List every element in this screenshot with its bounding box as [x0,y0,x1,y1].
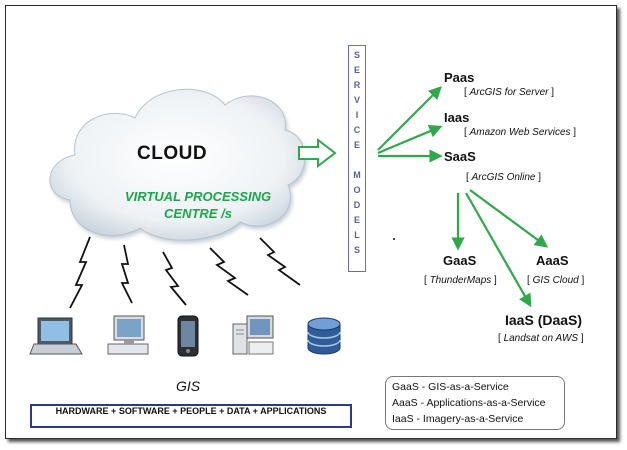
lightning-bolt-icon [120,244,133,304]
service-models-letter: I [355,110,359,120]
cloud-subtitle-line2: CENTRE /s [164,206,232,221]
service-models-letter: E [353,65,360,75]
model-iaas-example: [ Amazon Web Services ] [464,127,577,138]
service-models-letter: V [353,95,360,105]
model-aaas-example-text: GIS Cloud [532,275,579,286]
legend-item: GaaS - GIS-as-a-Service [392,381,509,393]
server-workstation-icon [232,315,274,355]
arrow-to-paas [377,86,442,151]
cloud-title: CLOUD [137,143,208,164]
laptop-icon [29,317,83,355]
model-iaas-label: Iaas [444,110,470,125]
service-models-letter: E [353,215,360,225]
model-aaas-label: AaaS [536,253,569,268]
model-gaas-example-text: ThunderMaps [429,275,492,286]
service-models-letter: R [353,80,361,90]
model-gaas-example: [ ThunderMaps ] [424,275,497,286]
model-paas-example: [ ArcGIS for Server ] [464,87,555,98]
cloud-shape [49,88,307,244]
legend-item: AaaS - Applications-as-a-Service [392,397,546,409]
cloud-to-services-arrow [298,137,337,169]
model-gaas-label: GaaS [443,253,477,268]
lightning-bolt-icon [162,251,187,306]
cloud-subtitle: VIRTUAL PROCESSING CENTRE /s [78,188,318,222]
components-bar: HARDWARE + SOFTWARE + PEOPLE + DATA + AP… [30,404,352,428]
model-iaas-daas-label: IaaS (DaaS) [505,312,583,328]
mobile-phone-icon [177,315,199,357]
lightning-bolts [69,236,301,309]
model-saas-example-text: ArcGIS Online [471,172,536,183]
service-models-letter: O [353,185,361,195]
model-saas-label: SaaS [444,149,476,164]
lightning-bolt-icon [69,236,91,309]
model-paas-example-text: ArcGIS for Server [469,87,549,98]
service-models-letter: M [353,170,361,180]
desktop-computer-icon [107,315,149,355]
arrow-to-iaas [377,124,443,155]
cloud-subtitle-line1: VIRTUAL PROCESSING [124,189,272,204]
gis-label: GIS [176,378,201,394]
service-models-box: S E R V I C E M O D E L S [348,45,366,272]
arrow-to-iaas-daas [465,192,532,308]
service-models-letter: S [353,50,360,60]
service-models-letter: D [353,200,361,210]
database-icon [307,317,341,355]
lightning-bolt-icon [209,247,249,296]
legend-item: IaaS - Imagery-as-a-Service [392,413,524,425]
arrow-to-aaas [469,189,549,248]
lightning-bolt-icon [259,237,301,286]
service-models-letter: E [353,140,360,150]
service-models-letter: S [353,245,360,255]
service-models-letter: L [354,230,360,240]
model-paas-label: Paas [444,70,475,85]
service-models-letter: C [353,125,361,135]
acronym-legend: GaaS - GIS-as-a-Service AaaS - Applicati… [385,376,565,430]
model-iaas-daas-example-text: Landsat on AWS [503,333,579,344]
model-saas-example: [ ArcGIS Online ] [466,172,542,183]
model-aaas-example: [ GIS Cloud ] [527,275,585,286]
model-iaas-example-text: Amazon Web Services [469,127,571,138]
model-iaas-daas-example: [ Landsat on AWS ] [498,333,584,344]
